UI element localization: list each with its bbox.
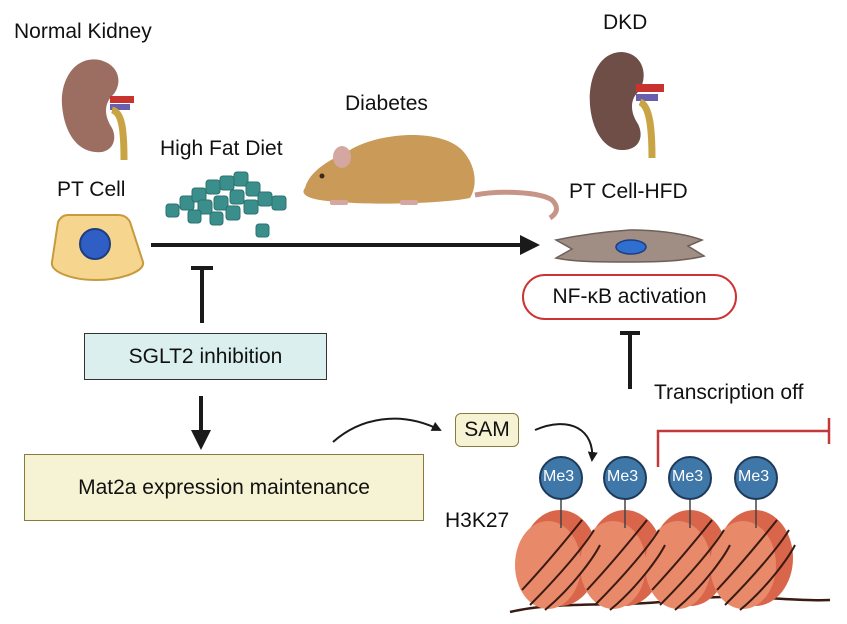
sglt2-inhibits-arrow bbox=[191, 266, 213, 323]
mat2a-to-sam-arrow bbox=[332, 417, 442, 443]
mat2a-box: Mat2a expression maintenance bbox=[24, 454, 424, 521]
high-fat-diet-label: High Fat Diet bbox=[160, 137, 283, 160]
pt-cell-label: PT Cell bbox=[57, 178, 126, 201]
sam-box: SAM bbox=[455, 413, 519, 447]
sglt2-inhibition-box: SGLT2 inhibition bbox=[84, 333, 327, 380]
mouse-icon bbox=[303, 134, 559, 221]
normal-kidney-icon bbox=[61, 59, 134, 161]
nfkb-activation-label: NF-κB activation bbox=[552, 285, 707, 308]
sam-to-me3-arrow bbox=[534, 423, 598, 462]
transcription-off-label: Transcription off bbox=[654, 381, 804, 404]
dkd-label: DKD bbox=[603, 11, 648, 34]
sam-label: SAM bbox=[464, 418, 510, 441]
me3-label: Me3 bbox=[738, 468, 770, 485]
high-fat-diet-icon bbox=[165, 171, 287, 238]
me3-label: Me3 bbox=[543, 468, 575, 485]
mat2a-label: Mat2a expression maintenance bbox=[78, 475, 370, 499]
pt-cell-hfd-icon bbox=[553, 229, 706, 263]
nfkb-activation-box: NF-κB activation bbox=[522, 274, 737, 320]
me3-stalks bbox=[560, 498, 757, 528]
me3-circles bbox=[539, 456, 778, 500]
pt-cell-icon bbox=[50, 214, 144, 282]
me3-label: Me3 bbox=[672, 468, 704, 485]
normal-kidney-label: Normal Kidney bbox=[14, 20, 152, 43]
me3-label: Me3 bbox=[607, 468, 639, 485]
nucleosome-4 bbox=[710, 510, 793, 609]
h3k27-label: H3K27 bbox=[445, 509, 510, 532]
nucleosomes bbox=[509, 510, 831, 614]
transcription-off-bracket bbox=[656, 418, 831, 467]
h3k27-inhibits-nfkb-arrow bbox=[620, 331, 640, 389]
dkd-kidney-icon bbox=[589, 52, 664, 159]
diabetes-label: Diabetes bbox=[345, 92, 428, 115]
sglt2-inhibition-label: SGLT2 inhibition bbox=[128, 344, 283, 368]
pt-cell-hfd-label: PT Cell-HFD bbox=[569, 180, 688, 203]
